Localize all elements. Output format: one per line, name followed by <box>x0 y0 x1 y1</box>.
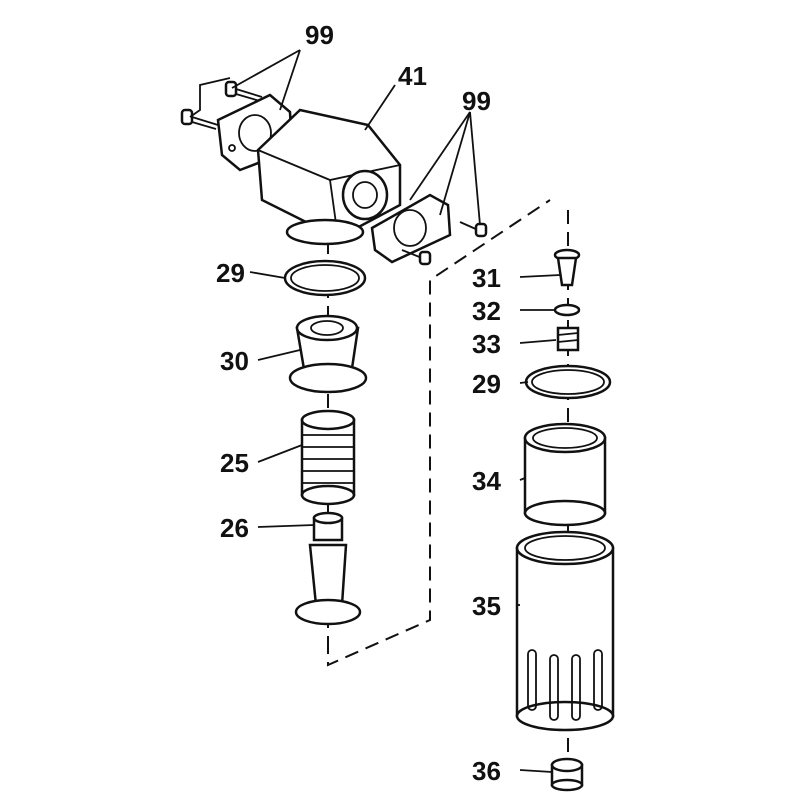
threaded-sleeve-25 <box>300 409 356 506</box>
drain-nut-36 <box>550 757 584 792</box>
o-ring-29-left <box>283 259 367 297</box>
label-32: 32 <box>472 296 501 326</box>
bowl-guard-35 <box>515 530 615 732</box>
mounting-plate-right <box>370 193 452 264</box>
screw-99-top-b <box>224 80 263 102</box>
valve-stem-31 <box>553 248 581 287</box>
leader-lines <box>189 49 561 773</box>
label-36: 36 <box>472 756 501 786</box>
label-33: 33 <box>472 329 501 359</box>
washer-32 <box>553 303 581 317</box>
label-99-top: 99 <box>305 20 334 50</box>
valve-housing-41 <box>256 108 402 246</box>
label-26: 26 <box>220 513 249 543</box>
label-29-left: 29 <box>216 258 245 288</box>
screw-99-right-b <box>459 221 488 238</box>
label-34: 34 <box>472 466 501 496</box>
label-99-right: 99 <box>462 86 491 116</box>
label-30: 30 <box>220 346 249 376</box>
screw-99-top-a <box>180 108 219 130</box>
label-41: 41 <box>398 61 427 91</box>
label-35: 35 <box>472 591 501 621</box>
label-29-right: 29 <box>472 369 501 399</box>
label-25: 25 <box>220 448 249 478</box>
spring-33 <box>556 326 580 352</box>
label-31: 31 <box>472 263 501 293</box>
assembly-axis-line <box>327 199 551 667</box>
deflector-26 <box>294 511 362 626</box>
screw-99-right-a <box>401 249 432 266</box>
bowl-insert-34 <box>523 422 607 527</box>
cap-30 <box>288 314 368 394</box>
